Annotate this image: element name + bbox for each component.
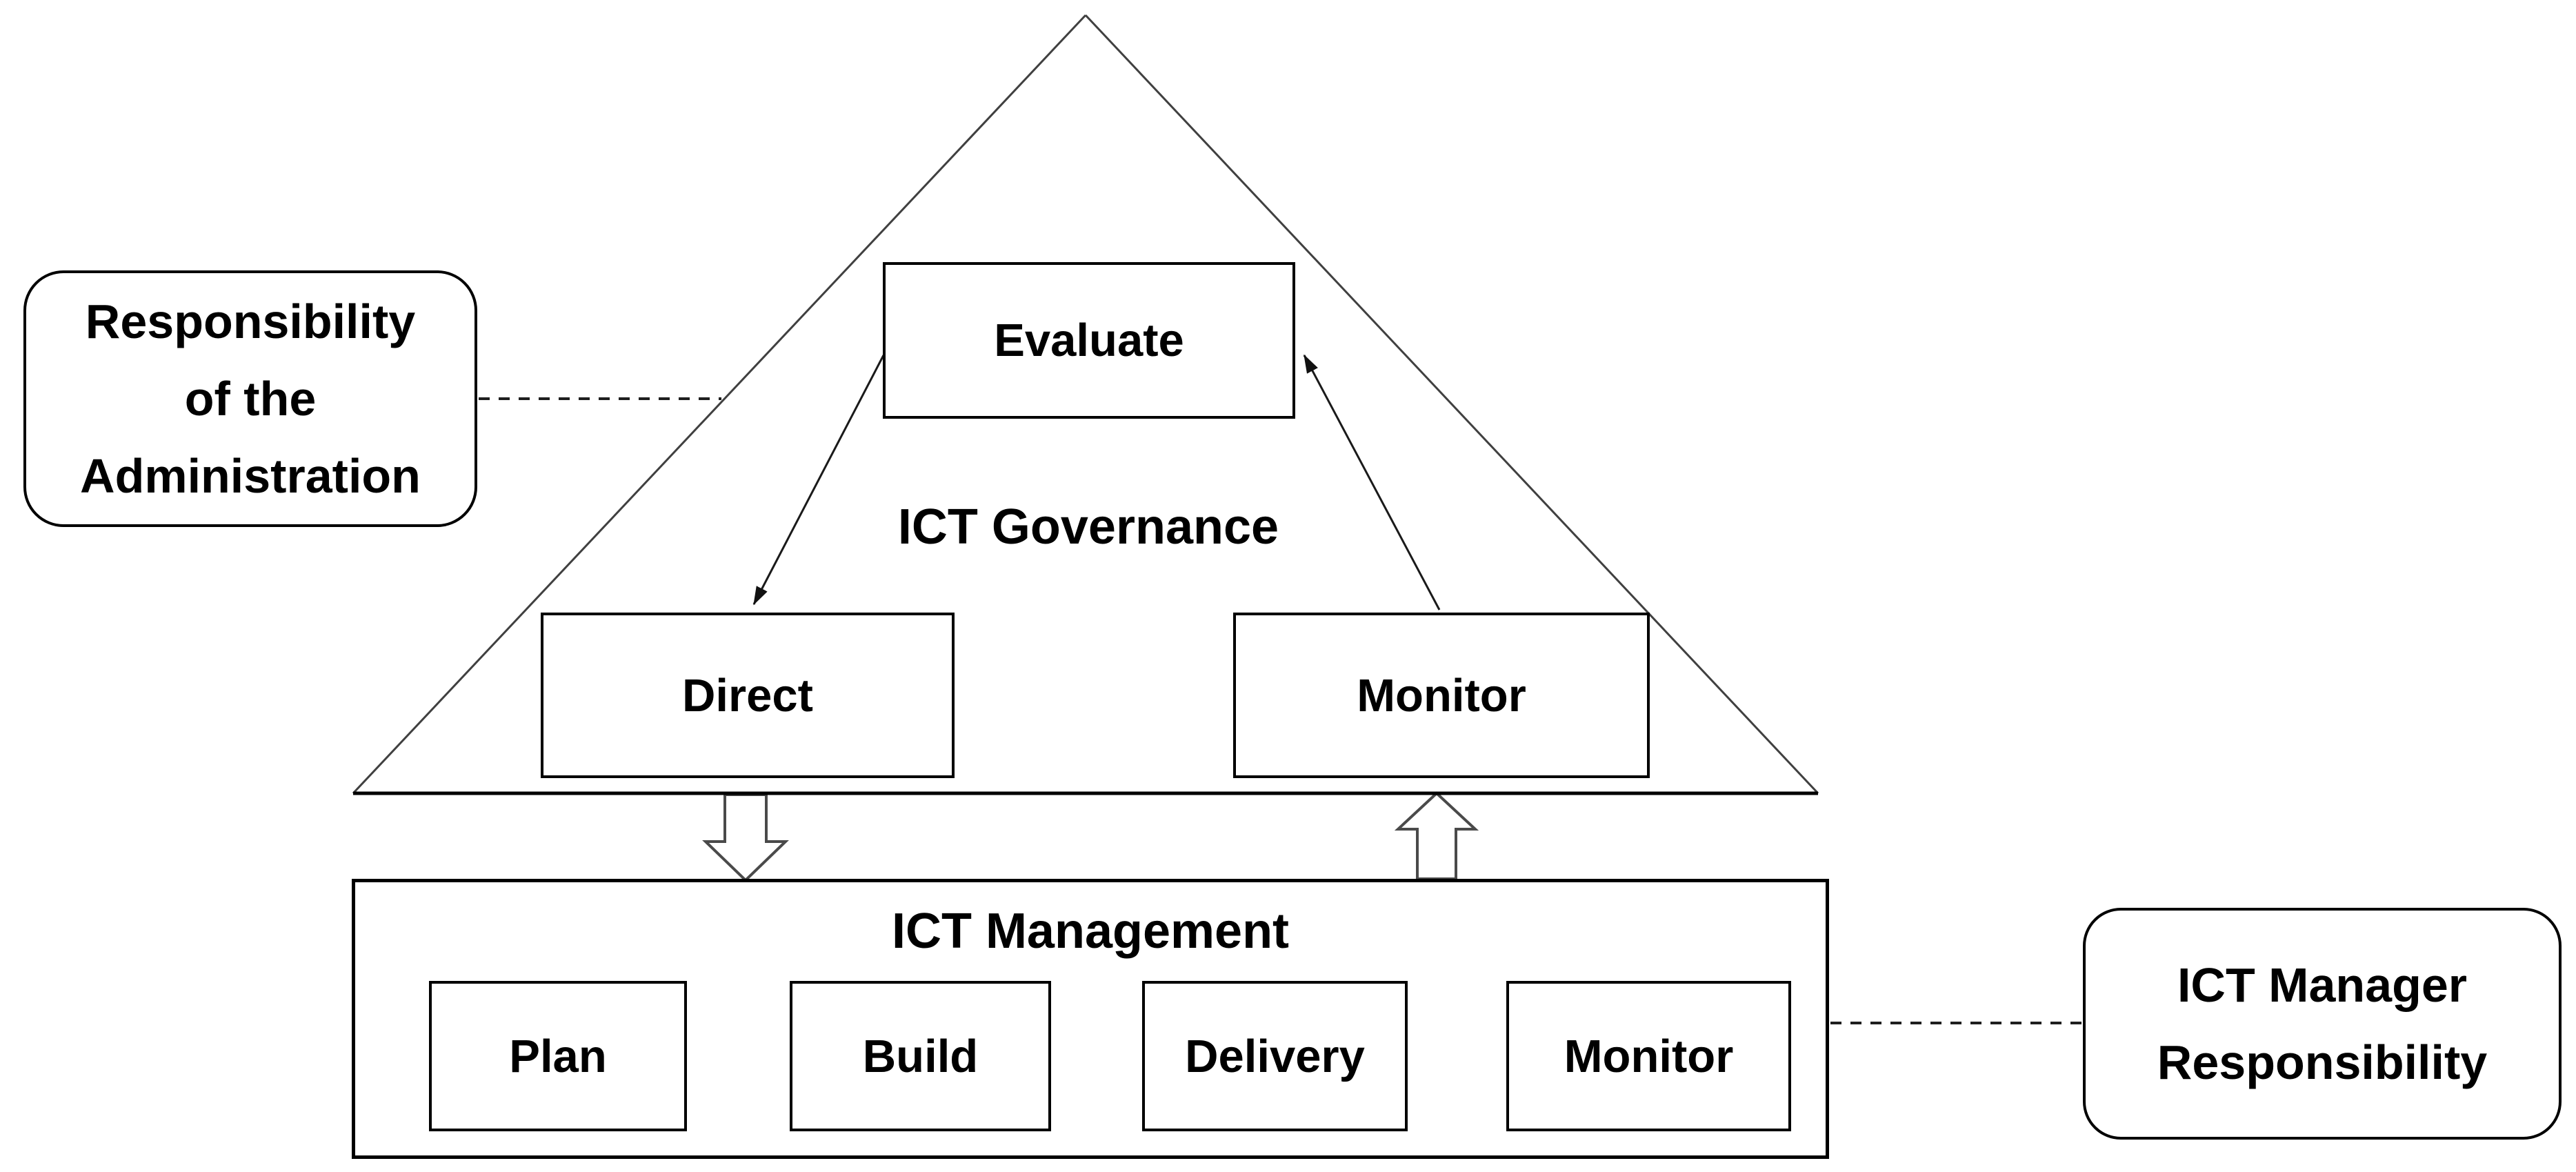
plan-box: Plan bbox=[429, 981, 687, 1131]
administration-callout: Responsibility of the Administration bbox=[23, 270, 477, 527]
ict-manager-callout-text: ICT Manager Responsibility bbox=[2157, 958, 2488, 1089]
plan-label: Plan bbox=[509, 1030, 607, 1082]
ict-management-label: ICT Management bbox=[891, 904, 1290, 959]
delivery-label: Delivery bbox=[1185, 1030, 1365, 1082]
ict-manager-callout: ICT Manager Responsibility bbox=[2083, 908, 2562, 1140]
build-box: Build bbox=[790, 981, 1051, 1131]
management-monitor-box: Monitor bbox=[1506, 981, 1791, 1131]
direct-label: Direct bbox=[682, 669, 813, 722]
evaluate-to-direct-arrow bbox=[752, 355, 885, 606]
monitor-to-evaluate-arrow bbox=[1303, 354, 1441, 610]
governance-monitor-label: Monitor bbox=[1357, 669, 1526, 722]
triangle-left-slope bbox=[352, 14, 1087, 795]
ict-governance-label: ICT Governance bbox=[897, 499, 1279, 555]
management-monitor-label: Monitor bbox=[1564, 1030, 1734, 1082]
evaluate-box: Evaluate bbox=[883, 262, 1295, 419]
administration-callout-text: Responsibility of the Administration bbox=[80, 295, 421, 503]
governance-to-management-block-arrow-icon bbox=[702, 793, 789, 882]
evaluate-label: Evaluate bbox=[994, 315, 1184, 366]
triangle-right-slope bbox=[1084, 14, 1819, 795]
direct-box: Direct bbox=[541, 613, 955, 778]
build-label: Build bbox=[862, 1030, 979, 1082]
delivery-box: Delivery bbox=[1142, 981, 1408, 1131]
management-to-governance-block-arrow-icon bbox=[1394, 791, 1479, 880]
governance-monitor-box: Monitor bbox=[1233, 613, 1650, 778]
